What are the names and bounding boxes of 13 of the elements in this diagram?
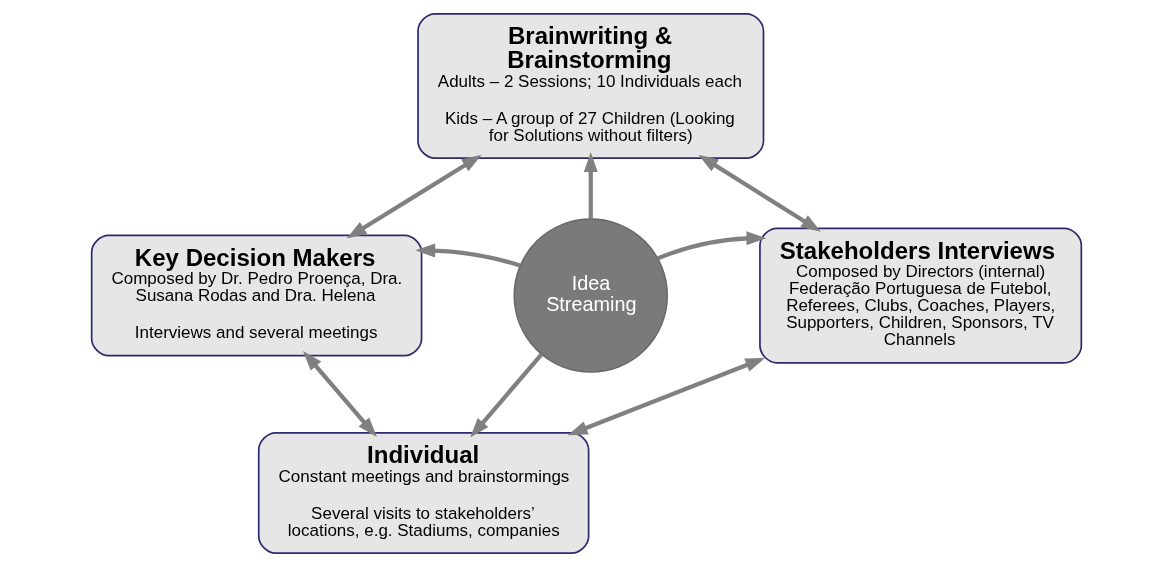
arrow bbox=[469, 352, 543, 438]
arrow bbox=[414, 243, 521, 268]
arrow bbox=[302, 351, 377, 438]
node-box: Individual Constant meetings and brainstormings Several visits to stakeholders’ locations, e.g. Stadiums, companies bbox=[257, 432, 589, 555]
arrow bbox=[346, 154, 482, 239]
arrow bbox=[656, 231, 766, 261]
node-circle: Idea Streaming bbox=[512, 218, 668, 373]
node-box: Key Decision Makers Composed by Dr. Pedro Proença, Dra. Susana Rodas and Dra. Helena Interviews and several meetings bbox=[90, 234, 422, 357]
arrow bbox=[583, 152, 598, 219]
arrow bbox=[567, 357, 765, 436]
arrow bbox=[697, 154, 821, 232]
node-box: Brainwriting & Brainstorming Adults – 2 Sessions; 10 Individuals each Kids – A group of 27 Children (Looking for Solutions without filters) bbox=[416, 12, 764, 160]
node-box: Stakeholders Interviews Composed by Directors (internal) Federação Portuguesa de Futebol, Referees, Clubs, Coaches, Players, Supporters, Children, Sponsors, TV Channels bbox=[758, 227, 1082, 364]
